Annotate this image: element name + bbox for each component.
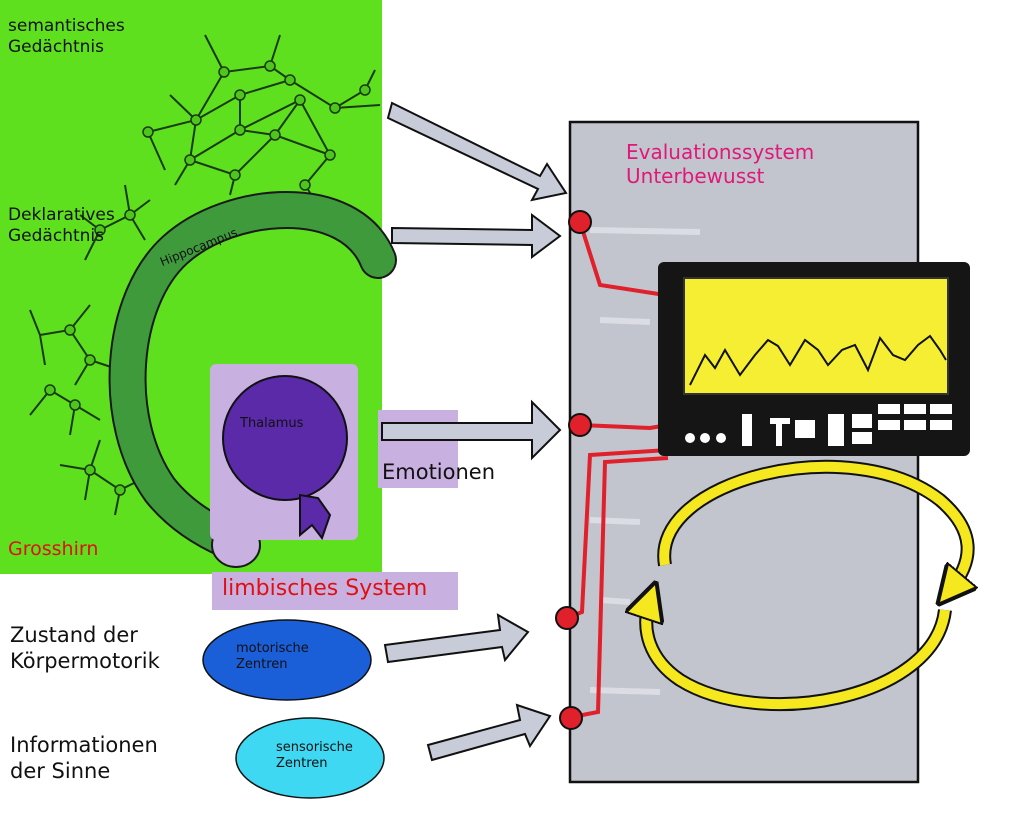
input-sockets: [555, 210, 592, 730]
limbic-system-label: limbisches System: [222, 576, 428, 601]
sensory-centers-label: sensorische Zentren: [276, 740, 353, 771]
limbic-backdrop: [212, 572, 458, 610]
monitor-waveform: [689, 334, 947, 386]
motor-centers-blob: [202, 619, 372, 701]
motor-centers-label: motorische Zentren: [236, 641, 309, 672]
declarative-neuron-nodes: [44, 209, 136, 496]
senses-info-label: Informationen der Sinne: [10, 733, 158, 783]
monitor-controls: [685, 404, 952, 446]
cerebrum-label: Grosshirn: [8, 538, 99, 560]
panel-streaks: [589, 227, 701, 695]
body-motor-state-label: Zustand der Körpermotorik: [10, 623, 160, 673]
hippocampus-body: [110, 193, 395, 557]
sensory-centers-blob: [235, 717, 385, 799]
input-arrows: [381, 101, 568, 762]
loop-arc-lower-fill: [646, 600, 950, 709]
thalamus-body: [222, 375, 348, 501]
declarative-memory-label: Deklaratives Gedächtnis: [8, 205, 115, 246]
semantic-network-nodes: [142, 60, 371, 191]
monitor-screen: [683, 277, 949, 395]
thalamus-label: Thalamus: [240, 416, 304, 431]
evaluation-system-label: Evaluationssystem Unterbewusst: [626, 140, 815, 189]
loop-arc-upper-fill: [659, 461, 967, 590]
semantic-memory-label: semantisches Gedächtnis: [8, 16, 125, 57]
emotions-label: Emotionen: [382, 460, 496, 484]
thalamus-stem: [299, 493, 332, 541]
